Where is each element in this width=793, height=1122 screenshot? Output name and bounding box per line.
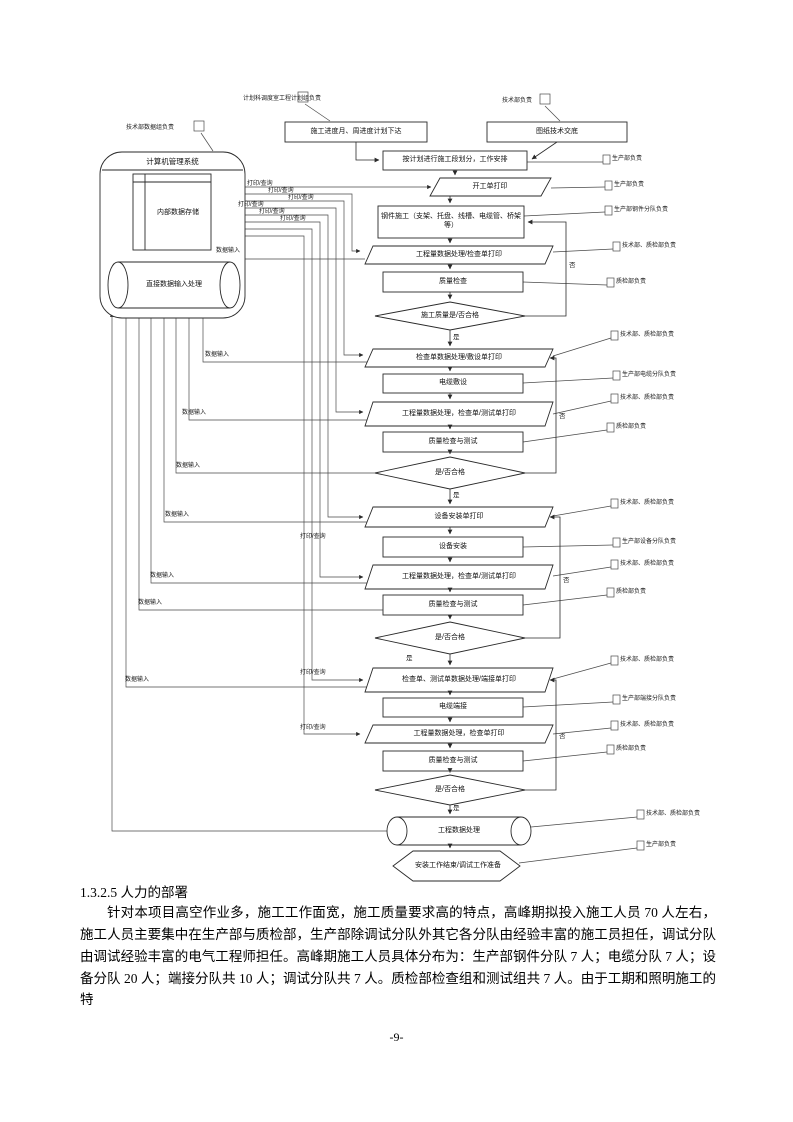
edge-label-no: 否 <box>559 733 566 740</box>
body-paragraph: 针对本项目高空作业多，施工工作面宽，施工质量要求高的特点，高峰期拟投入施工人员 … <box>80 905 716 1008</box>
edge-label-yes: 是 <box>453 492 460 499</box>
edge-label-yes: 是 <box>406 655 413 662</box>
edge-label-no: 否 <box>569 262 576 269</box>
section-heading: 1.3.2.5 人力的部署 <box>80 885 188 900</box>
edge-label-no: 否 <box>559 413 566 420</box>
edge-label-yes: 是 <box>453 334 460 341</box>
page-number: -9- <box>389 1030 404 1044</box>
edge-label-yes: 是 <box>453 805 460 812</box>
edge-label-no: 否 <box>563 577 570 584</box>
